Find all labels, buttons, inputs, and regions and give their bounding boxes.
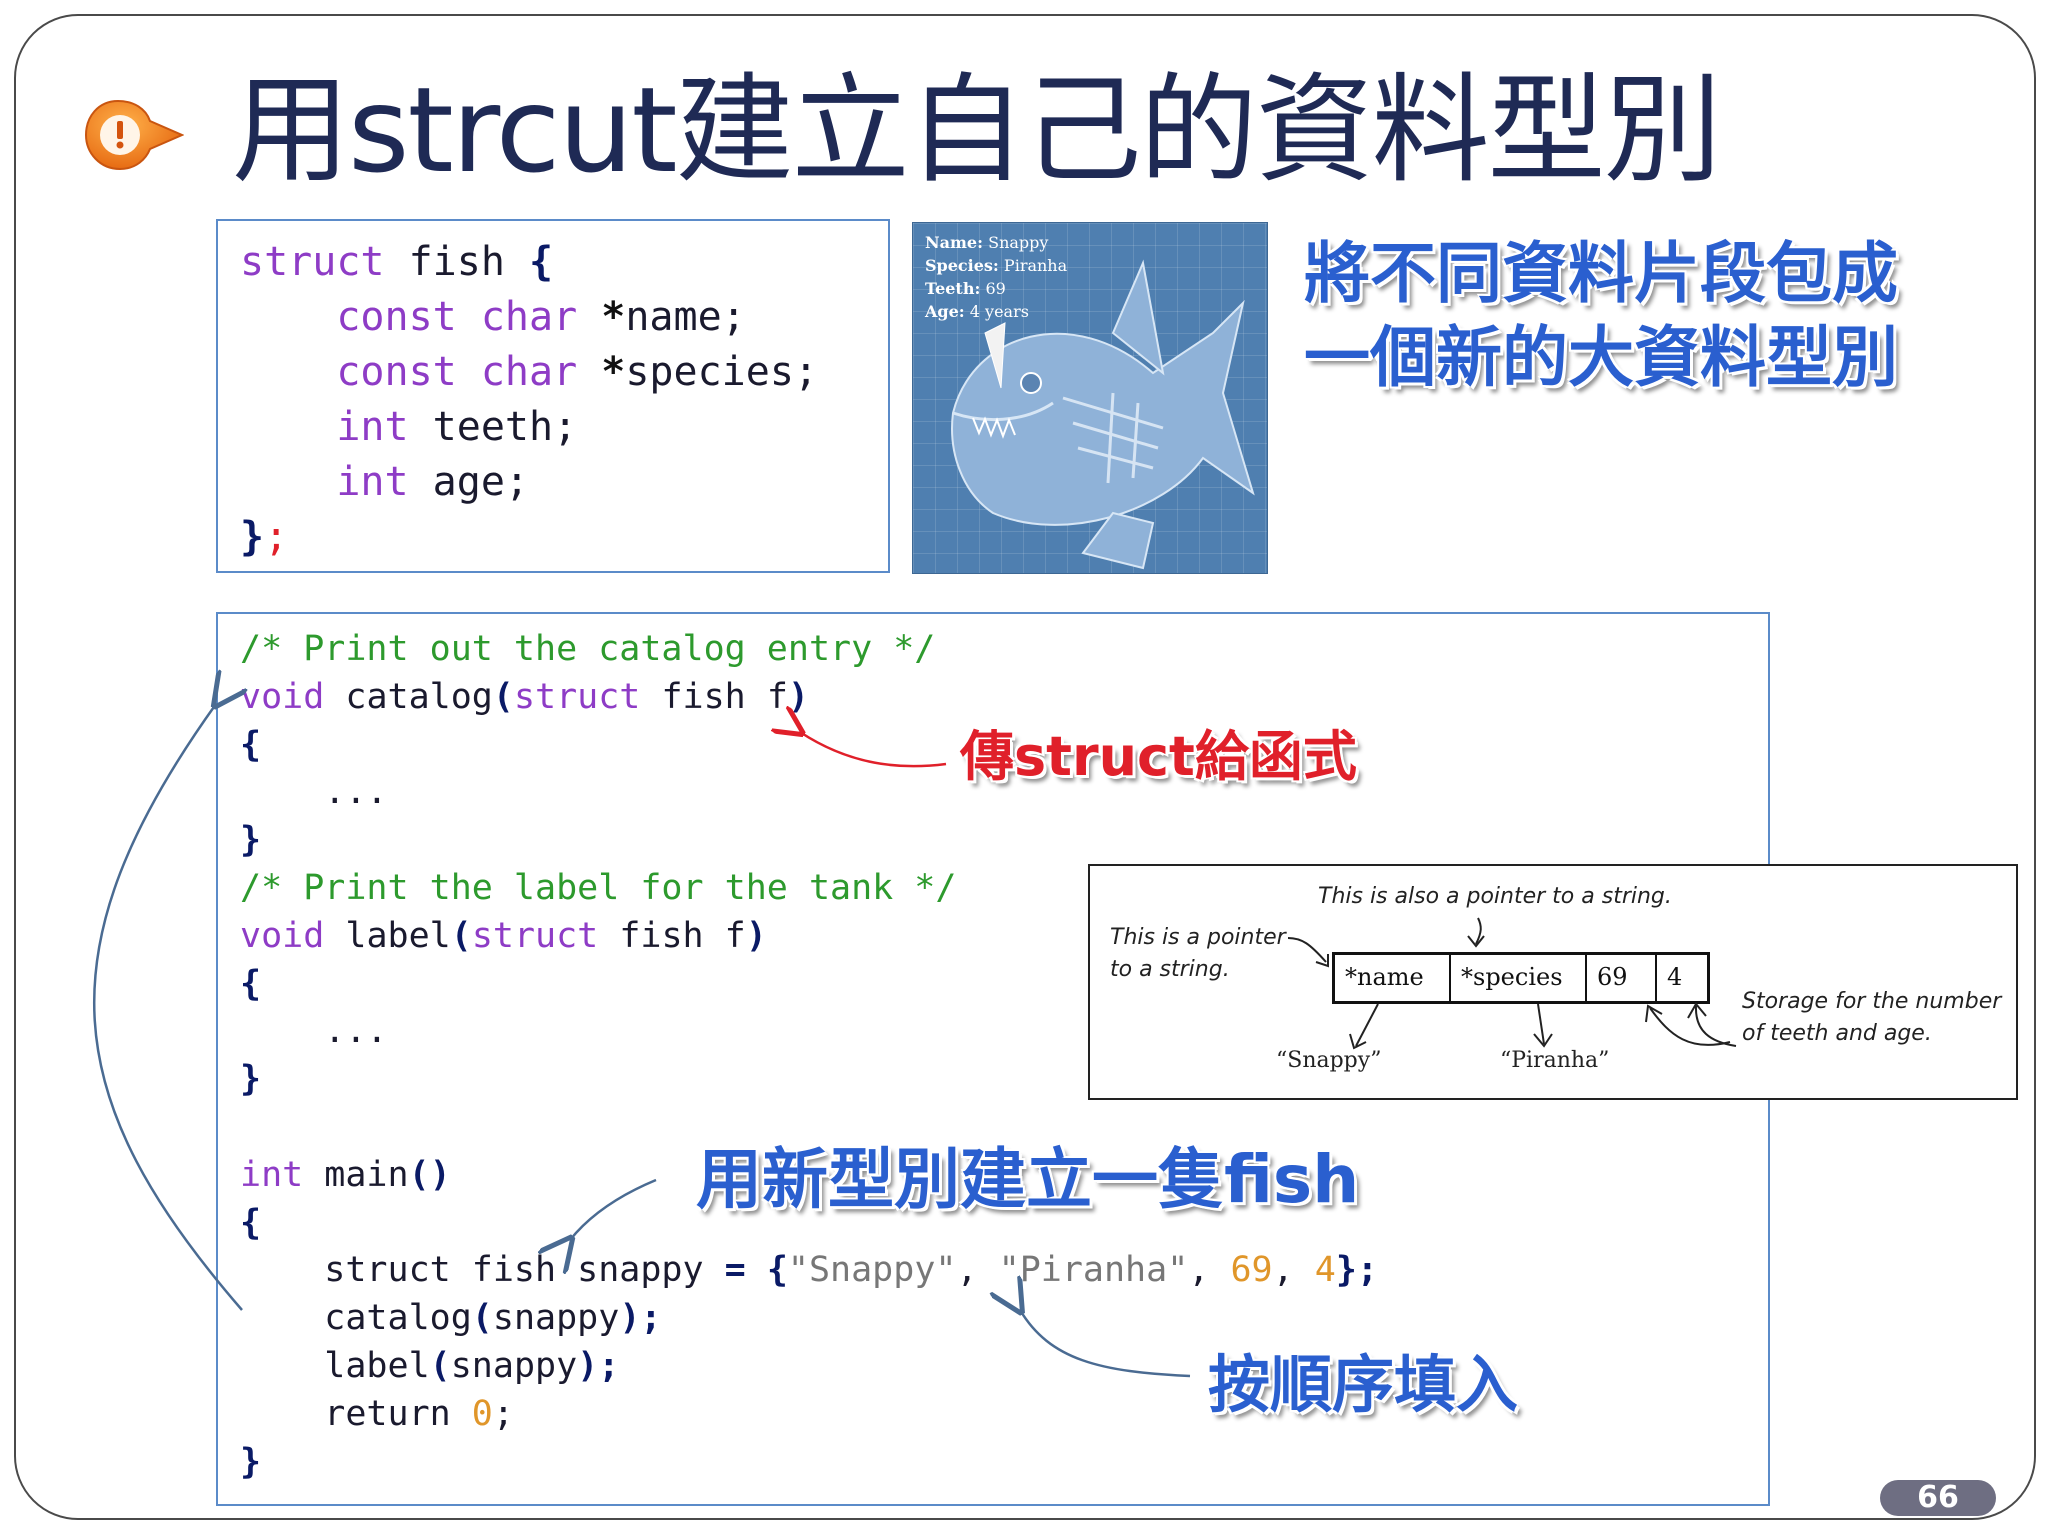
page-number: 66 [1880,1480,1996,1516]
piranha-illustration [951,259,1255,570]
fish-info: Name: Snappy Species: Piranha Teeth: 69 … [925,233,1068,321]
struct-cells: *name *species 69 4 [1332,952,1710,1004]
page-title: 用strcut建立自己的資料型別 [232,61,1722,199]
caption-new-type-line2: 一個新的大資料型別 [1304,319,1898,396]
caption-fill-in-order: 按順序填入 [1208,1348,1519,1421]
diagram-arrows [1287,917,1737,1050]
alert-icon [84,99,184,171]
note-pointer-also: This is also a pointer to a string. [1318,884,1672,909]
target-piranha: “Piranha” [1500,1048,1610,1073]
caption-pass-struct: 傳struct給函式 [960,725,1357,788]
fish-blueprint-image: Name: Snappy Species: Piranha Teeth: 69 … [912,222,1268,574]
caption-create-fish: 用新型別建立一隻fish [696,1141,1360,1218]
struct-code: struct fish { const char *name; const ch… [240,239,818,560]
cell-species: *species [1451,955,1587,1001]
arrow-create-fish [570,1178,657,1240]
arrow-loop [92,704,242,1311]
struct-code-box: struct fish { const char *name; const ch… [216,219,890,573]
struct-memory-diagram: This is also a pointer to a string. This… [1088,864,2018,1100]
note-storage: Storage for the number of teeth and age. [1742,989,2002,1046]
target-snappy: “Snappy” [1276,1048,1382,1073]
arrow-fill-in-order [1020,1310,1191,1378]
note-pointer: This is a pointer to a string. [1110,925,1286,982]
arrow-pass-struct [800,732,947,768]
cell-age: 4 [1667,963,1683,991]
caption-new-type-line1: 將不同資料片段包成 [1304,235,1898,312]
cell-teeth: 69 [1587,955,1657,1001]
caption-new-type: 將不同資料片段包成 一個新的大資料型別 [1304,232,1898,400]
main-code: /* Print out the catalog entry */ void c… [240,629,1378,1482]
cell-name: *name [1335,955,1451,1001]
